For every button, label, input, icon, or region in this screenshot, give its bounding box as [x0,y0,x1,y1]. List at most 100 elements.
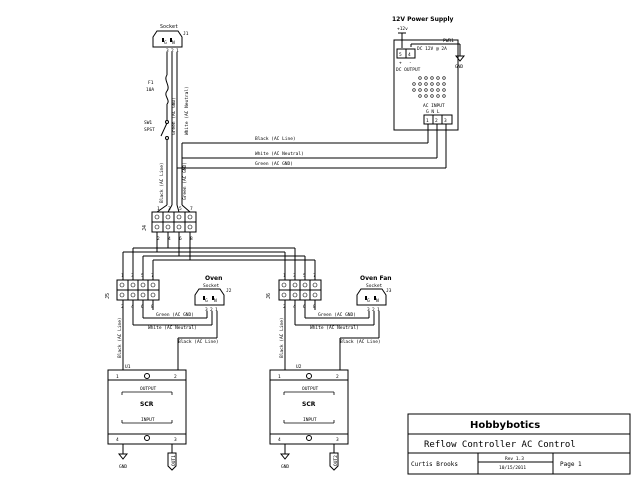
scr-u2-input: INPUT [303,417,317,423]
ps-ac-pin3: 3 [444,118,447,124]
j5-line-label: Black (AC Line) [117,317,123,358]
oven-fan-socket-pin-g: G [367,298,370,304]
scr-u1-input: INPUT [141,417,155,423]
oven-socket-pin1: 1 [215,307,218,313]
title-block-page: Page 1 [560,461,582,468]
j4-pin-8: 8 [190,236,193,242]
oven-title: Oven [205,275,222,282]
title-block-author: Curtis Brooks [411,461,458,468]
scr-u2-pin4: 4 [278,437,281,443]
oven-fan-socket-pin-n: N [376,298,379,304]
scr-u2-pin3: 3 [336,437,339,443]
oven-fan-title: Oven Fan [360,275,392,282]
scr-u2-pin2: 2 [336,374,339,380]
connector-j5: J5 1 3 5 7 2 4 6 8 [105,273,160,310]
oven-socket-ref: J2 [226,288,232,294]
j6-line-label: Black (AC Line) [279,317,285,358]
oven-fan-socket-pin2: 2 [372,307,375,313]
oven-fan-socket-pin1: 1 [377,307,380,313]
fuse-f1-rating: 10A [146,87,154,93]
oven-socket-pin3: 3 [205,307,208,313]
j4-line-label: Black (AC Line) [159,162,165,203]
socket-j1-label: Socket [160,24,178,30]
socket-j3-oven-fan: Oven Fan Socket J3 G N 3 2 1 [356,275,392,313]
ps-dc-output: DC OUTPUT [396,67,421,73]
socket-j1-ref: J1 [183,31,189,37]
oven-fan-socket-label: Socket [366,283,383,289]
connector-j4: J4 1 3 5 7 2 4 6 8 [142,206,197,242]
scr-u1-name: SCR [140,401,154,408]
socket-j1-pin3: 1 [176,48,179,54]
ps-ac-pin1: 1 [426,118,429,124]
title-block-date: 10/15/2011 [499,465,526,471]
ps-pin-sym-minus: - [409,61,412,66]
fuse-f1-ref: F1 [148,80,154,86]
ps-ac-input: AC INPUT [423,103,445,109]
ps-pin-4: 4 [408,52,411,58]
title-block-rev: Rev 1.3 [505,456,524,462]
socket-j2-oven: Oven Socket J2 G N 3 2 1 [194,275,232,313]
u2-gnd-label: GND [281,464,289,470]
ac-neutral-wire-label: White (AC Neutral) [255,151,304,157]
ps-pin-5: 5 [399,52,402,58]
oven-gnd-label: Green (AC GND) [156,312,194,318]
scr-u1-pin2: 2 [174,374,177,380]
power-supply-ref: PWR1 [443,38,454,44]
j4-pin-2: 2 [157,236,160,242]
socket-j1-pin-g: G [164,40,167,46]
title-block-company: Hobbybotics [470,420,540,431]
ps-ac-pin2: 2 [435,118,438,124]
u2-out2-label: OUT2 [333,455,339,466]
oven-line-label: Black (AC Line) [178,339,219,345]
oven-socket-label: Socket [203,283,220,289]
scr-u1-ref: U1 [125,364,131,370]
scr-u1-pin3: 3 [174,437,177,443]
title-block-title: Reflow Controller AC Control [424,440,576,450]
ac-line-wire-label: Black (AC Line) [255,136,296,142]
j4-pin-5: 5 [179,206,182,212]
socket-j1-pin2: 2 [171,48,174,54]
oven-neutral-label: White (AC Neutral) [148,325,197,331]
u1-out1-label: OUT1 [171,455,177,466]
j1-gnd-wire-label: Green (AC GND) [171,97,177,135]
socket-j1-pin1: 3 [166,48,169,54]
socket-j1-pin-n: N [172,40,175,46]
connector-j5-ref: J5 [105,293,111,299]
scr-u1-output: OUTPUT [140,386,157,392]
ps-pin-sym-plus: + [399,61,402,66]
scr-u2-ref: U2 [296,364,302,370]
j4-pin-1: 1 [157,206,160,212]
ps-ac-pin-syms: G N L [426,109,440,115]
scr-u1-pin1: 1 [116,374,119,380]
j4-pin-7: 7 [190,206,193,212]
switch-sw1-ref: SW1 [144,120,152,126]
ps-dc-rating: DC 12V @ 2A [417,46,447,52]
j4-pin-4: 4 [168,236,171,242]
socket-j1: Socket J1 G N 3 2 1 [152,24,189,54]
oven-socket-pin-n: N [214,298,217,304]
scr-u1: U1 1 2 4 3 OUTPUT SCR INPUT [107,364,187,445]
oven-socket-pin-g: G [205,298,208,304]
power-supply-plus12v: +12v [397,26,408,32]
connector-j4-ref: J4 [142,225,148,231]
u1-gnd-label: GND [119,464,127,470]
ps-gnd-label: GND [455,64,463,70]
scr-u2: U2 1 2 4 3 OUTPUT SCR INPUT [269,364,349,445]
switch-sw1-type: SPST [144,127,155,133]
oven-fan-socket-ref: J3 [386,288,392,294]
scr-u2-pin1: 1 [278,374,281,380]
power-supply-title: 12V Power Supply [392,16,454,23]
fan-neutral-label: White (AC Neutral) [310,325,359,331]
fuse-f1: F1 10A [146,74,169,105]
j1-neutral-wire-label: White (AC Neutral) [184,86,190,135]
scr-u1-pin4: 4 [116,437,119,443]
j4-gnd-label: Green (AC GND) [182,162,188,200]
oven-fan-socket-pin3: 3 [367,307,370,313]
scr-u2-output: OUTPUT [302,386,319,392]
connector-j6: J6 1 3 5 7 2 4 6 8 [266,273,322,310]
oven-socket-pin2: 2 [210,307,213,313]
ac-gnd-wire-label: Green (AC GND) [255,161,293,167]
scr-u2-name: SCR [302,401,316,408]
